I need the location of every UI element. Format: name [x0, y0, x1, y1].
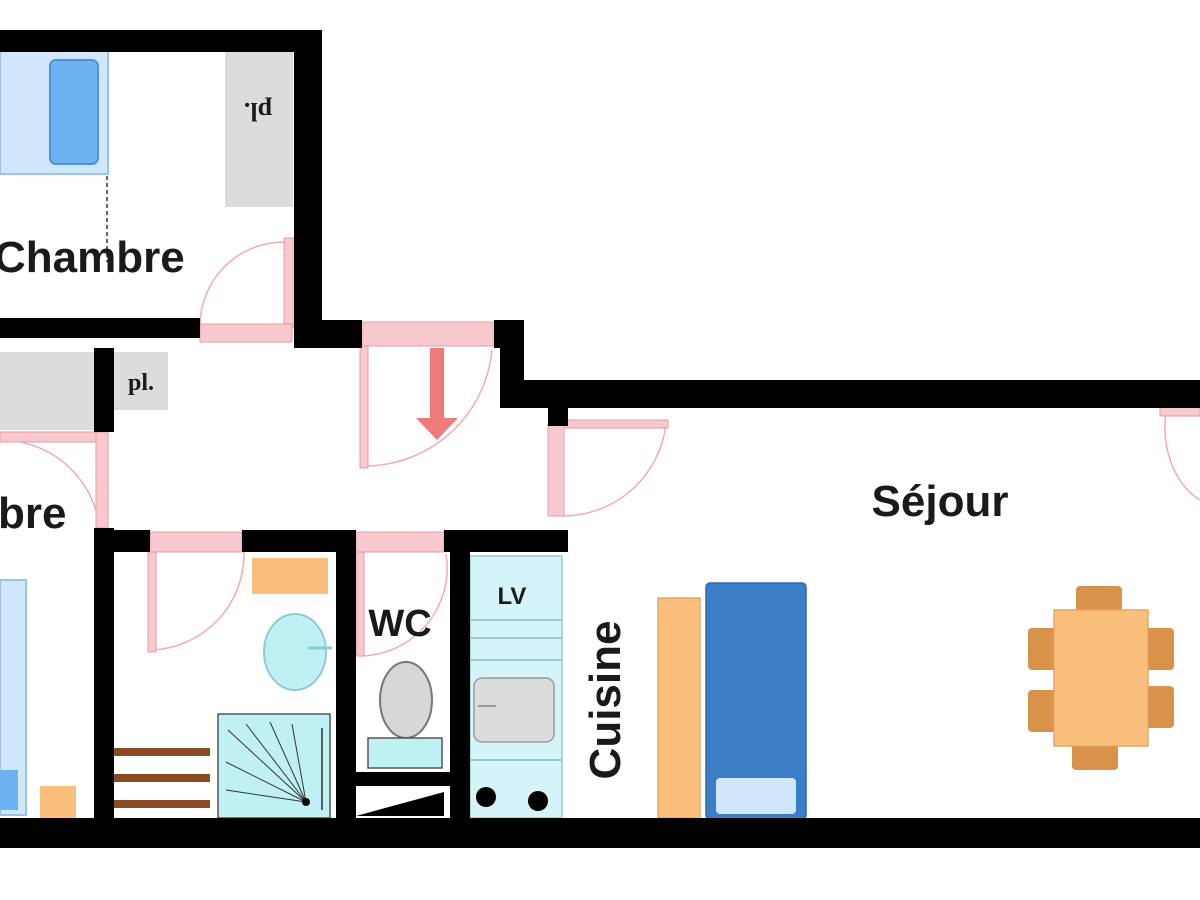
bed-left	[0, 579, 27, 816]
room-label-sejour: Séjour	[872, 477, 1009, 526]
dining-table	[1028, 586, 1174, 770]
sofa-cushions	[657, 597, 701, 819]
placard-top	[225, 52, 293, 207]
towel-rack	[252, 558, 328, 594]
dishwasher-label: LV	[498, 583, 527, 610]
toilet-icon	[367, 661, 443, 769]
placard-top-label: pl.	[244, 97, 272, 126]
room-label-cuisine: Cuisine	[581, 621, 630, 780]
stairs-icon	[114, 748, 210, 808]
sofa-bed	[705, 582, 807, 820]
entry-arrow-icon	[416, 348, 458, 440]
walls	[0, 30, 1200, 848]
kitchen-counter	[469, 555, 563, 819]
room-label-wc: WC	[368, 603, 431, 645]
room-label-chambre-left: bre	[0, 489, 66, 538]
room-label-chambre-top: Chambre	[0, 233, 185, 282]
storage-left	[0, 352, 94, 430]
door-leaves	[0, 237, 1200, 657]
placard-hall	[114, 352, 168, 410]
bed-top	[0, 49, 109, 262]
sink	[263, 613, 332, 691]
nightstand-left	[40, 786, 76, 822]
wc-vent	[356, 792, 444, 816]
placard-hall-label: pl.	[128, 370, 154, 396]
shower	[217, 713, 331, 819]
